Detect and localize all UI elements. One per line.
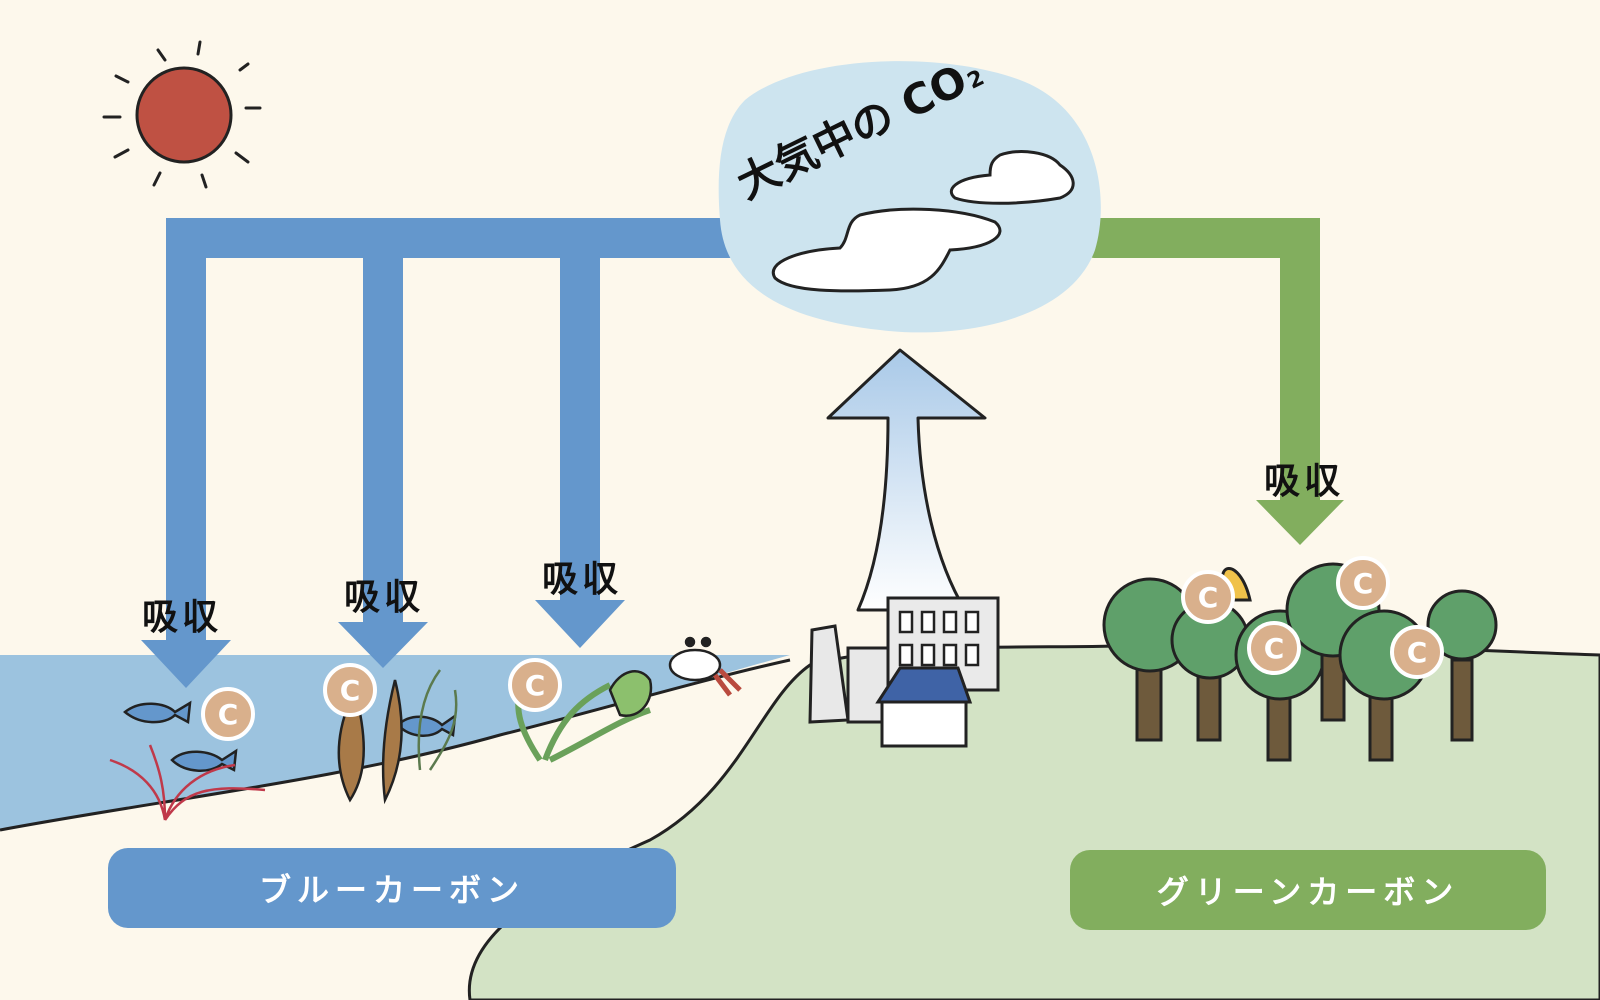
green-carbon-label: グリーンカーボン bbox=[1070, 850, 1546, 930]
carbon-badge-letter: C bbox=[218, 698, 239, 731]
blue-absorption-arrows bbox=[141, 218, 746, 688]
carbon-badge-icon: C bbox=[1336, 556, 1390, 610]
absorb-label-1: 吸収 bbox=[142, 597, 223, 638]
house-icon bbox=[875, 666, 973, 748]
emission-arrow bbox=[826, 348, 987, 612]
blue-carbon-label: ブルーカーボン bbox=[108, 848, 676, 928]
cloud-icon bbox=[771, 150, 1075, 293]
shoreline bbox=[0, 658, 791, 832]
carbon-badges: C C C C C C C bbox=[201, 556, 1444, 741]
carbon-badge-letter: C bbox=[525, 669, 546, 702]
carbon-badge-letter: C bbox=[1353, 567, 1374, 600]
green-absorption-arrow bbox=[1080, 218, 1344, 545]
carbon-badge-letter: C bbox=[1264, 632, 1285, 665]
carbon-badge-letter: C bbox=[1198, 581, 1219, 614]
absorb-label-2: 吸収 bbox=[344, 577, 425, 618]
sun-icon bbox=[102, 40, 262, 189]
tree-icon bbox=[1426, 589, 1498, 742]
crab-icon bbox=[668, 636, 742, 697]
carbon-badge-letter: C bbox=[340, 674, 361, 707]
carbon-badge-icon: C bbox=[1247, 621, 1301, 675]
carbon-badge-icon: C bbox=[508, 658, 562, 712]
absorb-label-4: 吸収 bbox=[1264, 461, 1345, 502]
absorb-label-3: 吸収 bbox=[542, 559, 623, 600]
carbon-badge-letter: C bbox=[1407, 636, 1428, 669]
carbon-badge-icon: C bbox=[323, 663, 377, 717]
carbon-badge-icon: C bbox=[1390, 625, 1444, 679]
carbon-badge-icon: C bbox=[201, 687, 255, 741]
carbon-badge-icon: C bbox=[1181, 570, 1235, 624]
